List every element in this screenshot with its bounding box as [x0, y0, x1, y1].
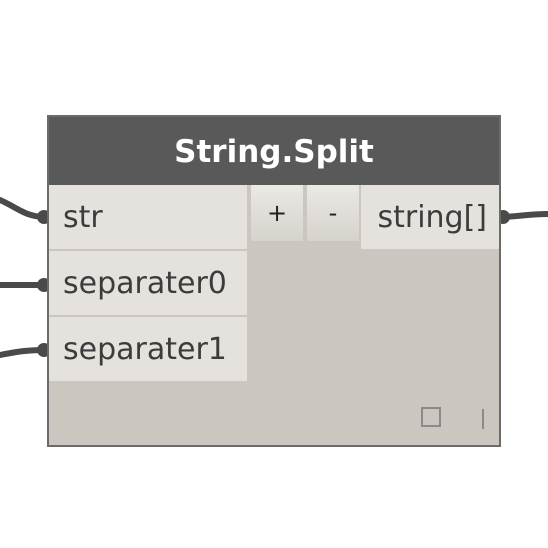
preview-toggle-icon[interactable]	[421, 407, 441, 427]
wire-str[interactable]	[0, 197, 47, 220]
input-port-separater1[interactable]: separater1	[49, 317, 247, 381]
node-title[interactable]: String.Split	[49, 117, 499, 185]
add-input-button[interactable]: +	[251, 185, 303, 241]
input-port-label: separater0	[63, 265, 227, 301]
output-port-label: string[]	[377, 199, 487, 235]
lacing-indicator-icon	[482, 409, 484, 429]
input-port-label: str	[63, 199, 103, 235]
string-split-node[interactable]: String.Split str separater0 separater1 +…	[47, 115, 501, 447]
output-port-string-array[interactable]: string[]	[361, 185, 499, 249]
remove-input-button[interactable]: -	[307, 185, 359, 241]
input-port-separater0[interactable]: separater0	[49, 251, 247, 315]
input-port-label: separater1	[63, 331, 227, 367]
input-port-str[interactable]: str	[49, 185, 247, 249]
